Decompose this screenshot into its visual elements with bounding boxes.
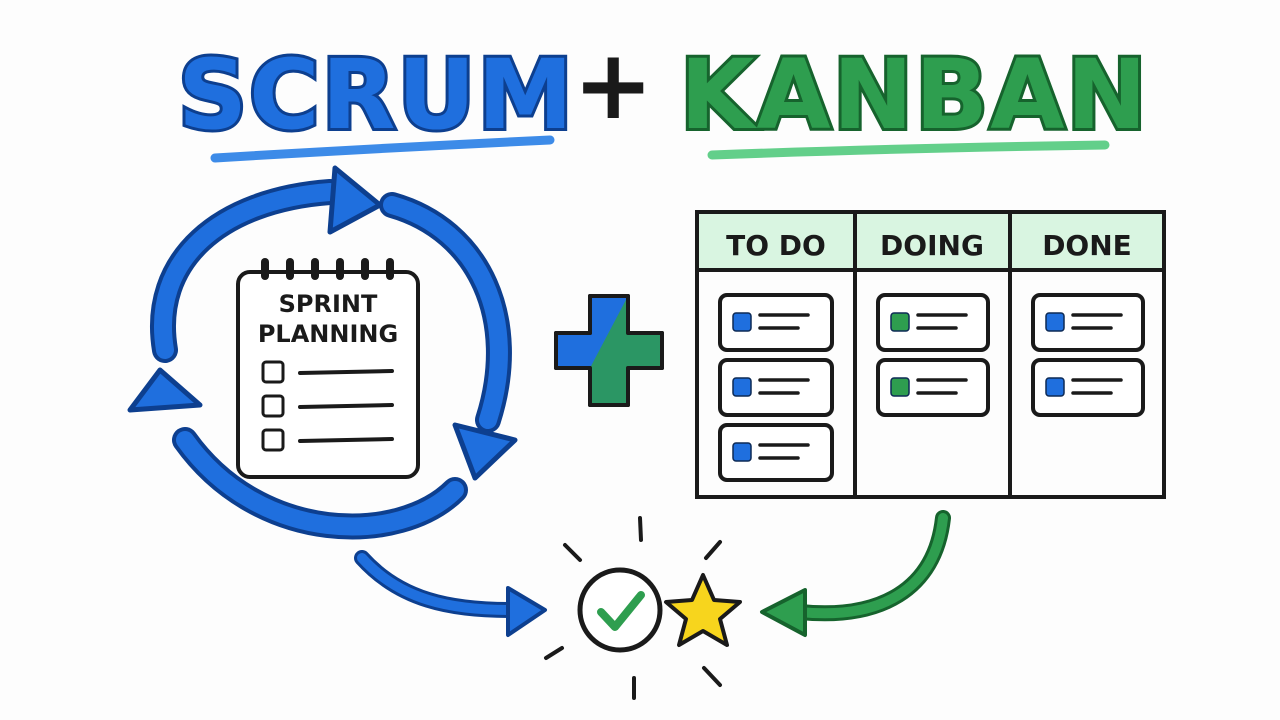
card-color-tag (890, 377, 910, 397)
result-badge (544, 516, 742, 700)
kanban-card (718, 423, 834, 482)
kanban-card (718, 358, 834, 417)
card-color-tag (732, 312, 752, 332)
scrum-underline (210, 135, 555, 163)
column-header-done: DONE (1042, 229, 1132, 262)
notepad-checklist (261, 360, 394, 452)
bottom-arrows (354, 510, 951, 637)
arrowhead-scrum (506, 586, 547, 637)
title-plus: + (573, 29, 655, 141)
kanban-board: TO DO DOING DONE (695, 210, 1166, 499)
checkmark-icon (597, 591, 645, 631)
kanban-card (1031, 293, 1145, 352)
column-header-doing: DOING (880, 229, 984, 262)
board-cards (718, 293, 1145, 482)
plus-icon (554, 294, 664, 407)
kanban-underline (707, 140, 1110, 160)
notepad-title-line2: PLANNING (258, 320, 398, 348)
checklist-line (298, 403, 394, 409)
card-color-tag (890, 312, 910, 332)
board-frame (695, 210, 1166, 499)
arrow-kanban-to-result (792, 510, 951, 622)
kanban-card (876, 293, 990, 352)
notepad-ring (286, 258, 294, 280)
notepad-ring (361, 258, 369, 280)
star-icon (664, 573, 742, 647)
card-color-tag (732, 442, 752, 462)
notepad-ring (386, 258, 394, 280)
notepad-ring (311, 258, 319, 280)
notepad-rings (261, 258, 394, 280)
checklist-checkbox (261, 428, 285, 452)
title-group: SCRUM + KANBAN (175, 29, 1150, 163)
cycle-arrowhead-left (127, 367, 203, 413)
card-color-tag (1045, 312, 1065, 332)
title-scrum: SCRUM (178, 39, 575, 151)
kanban-card (718, 293, 834, 352)
check-circle (577, 567, 663, 653)
card-color-tag (1045, 377, 1065, 397)
column-header-todo: TO DO (726, 229, 826, 262)
kanban-card (1031, 358, 1145, 417)
kanban-card (876, 358, 990, 417)
sprint-planning-notepad: SPRINT PLANNING (236, 258, 420, 479)
notepad-ring (261, 258, 269, 280)
title-kanban: KANBAN (680, 39, 1149, 151)
cycle-arrowhead-top (327, 165, 383, 235)
arrowhead-kanban (760, 588, 807, 637)
notepad-ring (336, 258, 344, 280)
checklist-checkbox (261, 394, 285, 418)
notepad-body (236, 270, 420, 479)
checklist-line (298, 369, 394, 375)
burst-rays (544, 516, 722, 700)
cycle-arrowhead-right (452, 422, 518, 481)
notepad-title-line1: SPRINT (279, 290, 378, 318)
board-header-bg (697, 212, 1164, 270)
checklist-line (298, 437, 394, 443)
card-color-tag (732, 377, 752, 397)
sprint-cycle (127, 165, 518, 540)
checklist-checkbox (261, 360, 285, 384)
